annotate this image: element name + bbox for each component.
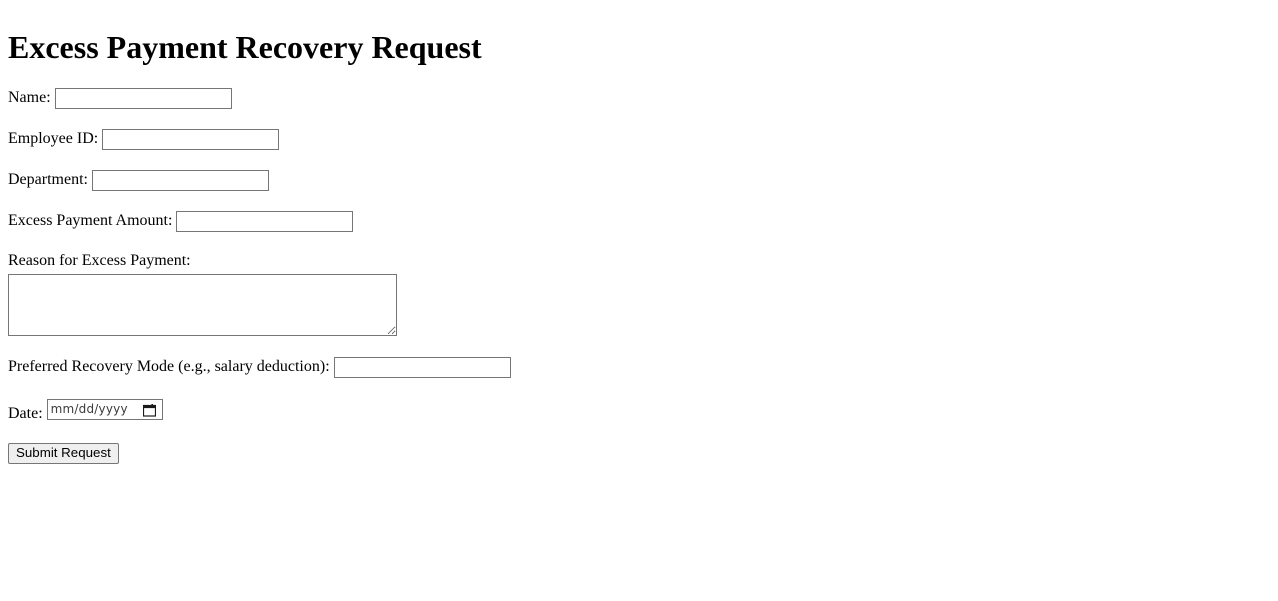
date-label: Date: <box>8 404 43 422</box>
date-input[interactable]: mm/dd/yyyy <box>46 398 163 420</box>
excess-payment-amount-label: Excess Payment Amount: <box>8 211 173 229</box>
field-row-department: Department: <box>8 169 1270 191</box>
field-row-date: Date: mm/dd/yyyy <box>8 397 1270 423</box>
department-input[interactable] <box>91 169 269 191</box>
employee-id-label: Employee ID: <box>8 129 99 147</box>
field-row-submit: Submit Request <box>8 442 1270 464</box>
excess-payment-recovery-form: Name: Employee ID: Department: Excess Pa… <box>8 87 1270 464</box>
excess-payment-amount-input[interactable] <box>176 210 354 232</box>
submit-request-button[interactable]: Submit Request <box>8 442 119 464</box>
preferred-recovery-mode-label: Preferred Recovery Mode (e.g., salary de… <box>8 357 330 375</box>
calendar-icon[interactable] <box>142 403 156 417</box>
name-input[interactable] <box>54 87 232 109</box>
date-placeholder-text: mm/dd/yyyy <box>50 401 128 416</box>
page-container: Excess Payment Recovery Request Name: Em… <box>8 29 1270 464</box>
reason-label: Reason for Excess Payment: <box>8 251 191 269</box>
field-row-reason: Reason for Excess Payment: <box>8 251 1270 336</box>
employee-id-input[interactable] <box>102 128 280 150</box>
field-row-excess-payment-amount: Excess Payment Amount: <box>8 210 1270 232</box>
page-title: Excess Payment Recovery Request <box>8 29 482 65</box>
field-row-preferred-recovery-mode: Preferred Recovery Mode (e.g., salary de… <box>8 356 1270 378</box>
reason-textarea[interactable] <box>8 273 397 336</box>
department-label: Department: <box>8 170 88 188</box>
preferred-recovery-mode-input[interactable] <box>333 356 511 378</box>
field-row-employee-id: Employee ID: <box>8 128 1270 150</box>
field-row-name: Name: <box>8 87 1270 109</box>
name-label: Name: <box>8 88 51 106</box>
